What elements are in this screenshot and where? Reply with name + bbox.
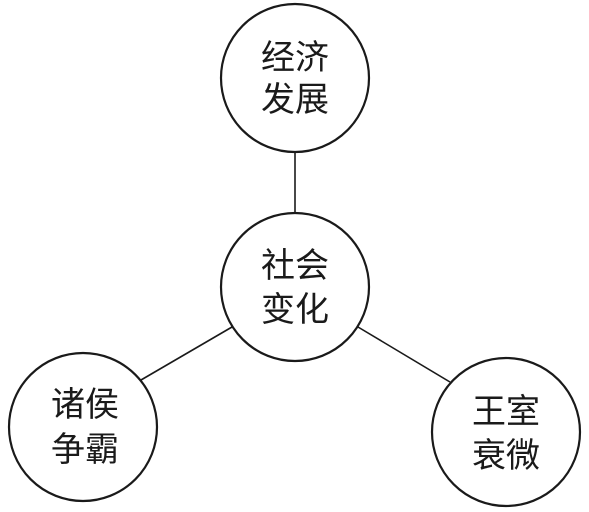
node-right: 王室 衰微 — [430, 356, 582, 508]
node-center-line1: 社会 — [261, 246, 329, 286]
node-top: 经济 发展 — [219, 2, 371, 154]
connector-left — [140, 326, 233, 381]
node-center: 社会 变化 — [219, 211, 371, 363]
connector-right — [357, 326, 451, 383]
node-top-line1: 经济 — [261, 38, 329, 78]
node-left: 诸侯 争霸 — [7, 351, 159, 503]
node-left-circle — [7, 351, 159, 503]
node-center-circle — [219, 211, 371, 363]
node-top-line2: 发展 — [261, 80, 329, 120]
node-right-line1: 王室 — [472, 392, 540, 432]
node-right-line2: 衰微 — [472, 436, 540, 476]
node-left-line1: 诸侯 — [51, 385, 119, 425]
node-left-line2: 争霸 — [51, 430, 119, 470]
node-top-circle — [219, 2, 371, 154]
node-center-line2: 变化 — [261, 290, 329, 330]
node-right-circle — [430, 356, 582, 508]
